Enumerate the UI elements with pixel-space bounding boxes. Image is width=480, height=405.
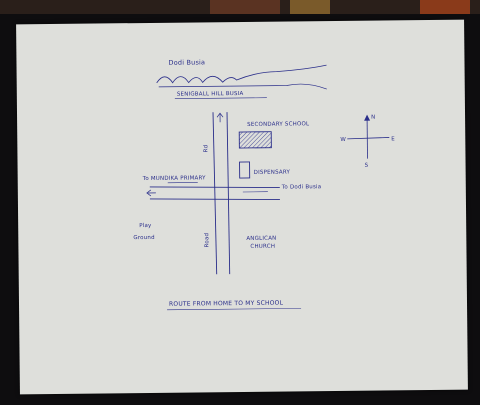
vertical-road-right [226, 112, 231, 275]
horizontal-road-top [149, 186, 280, 189]
dispensary-building [239, 161, 251, 179]
horizontal-road-bottom [149, 198, 280, 201]
secondary-school-building [238, 131, 272, 149]
compass-rose: N W E S [340, 115, 395, 169]
vertical-road-left [212, 112, 218, 275]
footer-underline [167, 308, 302, 311]
footer-caption: ROUTE FROM HOME TO MY SCHOOL [169, 300, 284, 308]
hills-label: SENIGBALL HILL BUSIA [177, 91, 244, 98]
hills-base-line [158, 83, 327, 90]
road-label-bottom: Road [204, 233, 210, 248]
compass-north: N [371, 115, 375, 121]
hills-underline [174, 97, 267, 99]
anglican-church-label: ANGLICANCHURCH [246, 236, 276, 250]
compass-east: E [391, 136, 395, 142]
paper-sheet: Dodi Busia SENIGBALL HILL BUSIA SECONDAR… [16, 19, 468, 395]
to-mundika-primary-label: To MUNDIKA PRIMARY [142, 175, 206, 182]
north-arrow-road [216, 112, 224, 123]
sketch-map: Dodi Busia SENIGBALL HILL BUSIA SECONDAR… [133, 58, 395, 311]
background-strip [0, 0, 480, 14]
road-label-top: Rd [203, 145, 209, 153]
play-ground-label: PlayGround [133, 223, 155, 241]
west-arrow [146, 189, 156, 197]
hills-drawing [156, 64, 327, 84]
background-object [210, 0, 280, 14]
compass-west: W [340, 137, 346, 143]
map-title: Dodi Busia [168, 58, 205, 66]
compass-south: S [365, 163, 369, 169]
dispensary-label: DISPENSARY [254, 169, 291, 175]
to-dodi-busia-label: To Dodi Busia [281, 184, 322, 190]
background-object [290, 0, 330, 14]
background-object [420, 0, 470, 14]
secondary-school-label: SECONDARY SCHOOL [247, 121, 310, 128]
